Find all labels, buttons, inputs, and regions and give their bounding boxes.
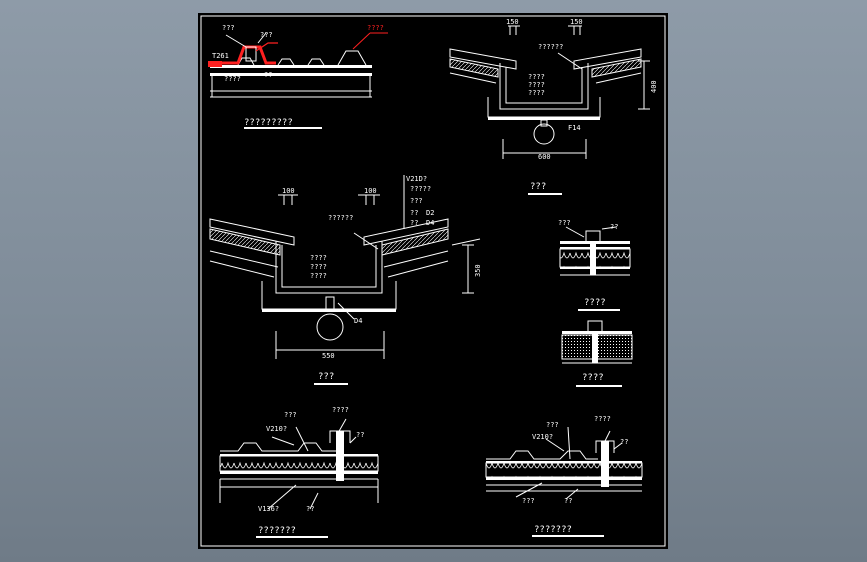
d2-label-c: ???? [528,81,545,89]
d2-caption: ??? [530,182,546,192]
d7-label-d: ?? [620,438,628,446]
detail-5: ???? [561,320,633,387]
d6-label-d: ?? [356,431,364,439]
d5-caption: ???? [582,373,604,383]
d3-label-e: D2 [426,209,434,217]
d6-label-c: ???? [332,406,349,414]
d3-caption: ??? [318,372,334,382]
d3-dim-right: 100 [364,187,377,195]
d6-caption: ??????? [258,526,296,536]
detail-2: 150 150 ?????? ???? ???? ???? F14 [449,18,658,195]
detail-4: ??? ?? ???? [558,219,631,311]
d7-caption: ??????? [534,525,572,535]
d3-label-g: ?????? [328,214,353,222]
detail-6: ??? V210? ???? ?? V136? ?? ??????? [219,406,379,538]
d4-label-b: ?? [610,223,618,231]
d2-label-e: F14 [568,124,581,132]
d3-label-a: ????? [410,185,431,193]
d2-height: 400 [650,80,658,93]
inner-frame [200,15,666,547]
d4-label-a: ??? [558,219,571,227]
d1-caption: ????????? [244,118,293,128]
d3-label-c: ?? [410,209,418,217]
d2-dim-left: 150 [506,18,519,26]
d3-label-h: ???? [310,254,327,262]
d3-height: 350 [474,264,482,277]
d3-width: 550 [322,352,335,360]
d1-label-b: ??? [260,31,273,39]
d6-label-e: V136? [258,505,279,513]
d2-label-d: ???? [528,89,545,97]
d6-label-f: ?? [306,505,314,513]
d7-label-f: ?? [564,497,572,505]
d7-label-a: ??? [546,421,559,429]
d1-label-d: ?? [264,71,272,79]
detail-7: ??? ???? V210? ?? ??? ?? ??????? [485,415,643,537]
d3-label-j: ???? [310,272,327,280]
d7-label-e: ??? [522,497,535,505]
d3-label-i: ???? [310,263,327,271]
d7-label-c: V210? [532,433,553,441]
d7-label-b: ???? [594,415,611,423]
detail-3: 100 100 V21D? ????? ??? ?? ?? D2 D4 [209,175,482,385]
d2-label-b: ???? [528,73,545,81]
d3-label-v: V21D? [406,175,427,183]
cad-drawing-canvas: ??? ??? ???? T261 ?? ???? ????????? 150 … [200,15,666,547]
d1-label-a: ??? [222,24,235,32]
d1-label-e: ???? [224,75,241,83]
d3-label-d: ?? [410,219,418,227]
drawing-sheet: ??? ??? ???? T261 ?? ???? ????????? 150 … [198,13,668,549]
d3-dim-left: 100 [282,187,295,195]
d1-label-t261: T261 [212,52,229,60]
d6-label-a: ??? [284,411,297,419]
d2-label-a: ?????? [538,43,563,51]
d4-caption: ???? [584,298,606,308]
d6-label-b: V210? [266,425,287,433]
d3-label-b: ??? [410,197,423,205]
d2-width: 600 [538,153,551,161]
detail-1: ??? ??? ???? T261 ?? ???? ????????? [208,24,388,129]
d1-label-red: ???? [367,24,384,32]
d2-dim-right: 150 [570,18,583,26]
d3-label-k: D4 [354,317,362,325]
